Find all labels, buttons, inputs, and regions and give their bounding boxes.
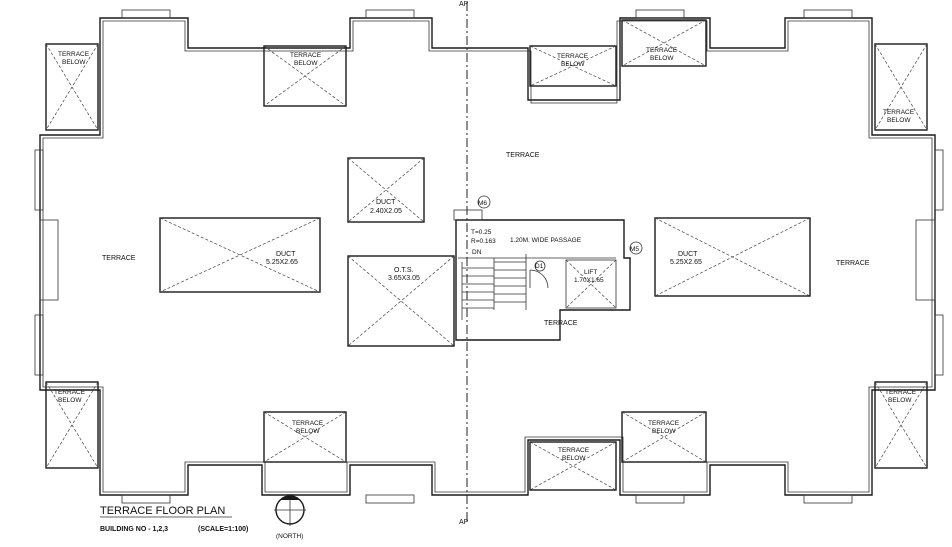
tag-m5: M5: [630, 246, 639, 253]
ots-dimension: 3.65X3.05: [388, 275, 420, 282]
duct-small: DUCT 2.40X2.05: [347, 157, 425, 223]
label-below: BELOW: [562, 455, 586, 462]
edge-openings: [34, 9, 944, 504]
duct-right-label: DUCT: [678, 251, 698, 258]
label-below: BELOW: [294, 60, 318, 67]
terrace-below-bottom-center: TERRACE BELOW: [529, 441, 617, 491]
label-terrace: TERRACE: [646, 47, 678, 54]
ots-label: O.T.S.: [394, 267, 414, 274]
duct-left-label: DUCT: [276, 251, 296, 258]
duct-small-label: DUCT: [376, 199, 396, 206]
duct-right-dimension: 5.25X2.65: [670, 259, 702, 266]
duct-left-dimension: 5.25X2.65: [266, 259, 298, 266]
drawing-scale: (SCALE=1:100): [198, 526, 248, 533]
label-below: BELOW: [652, 428, 676, 435]
label-below: BELOW: [888, 397, 912, 404]
terrace-below-top-center-right: TERRACE BELOW: [621, 19, 707, 67]
north-label: (NORTH): [276, 533, 303, 540]
passage-label: 1.20M. WIDE PASSAGE: [510, 237, 582, 244]
terrace-label-top: TERRACE: [506, 152, 540, 159]
stair-treads: [461, 254, 527, 320]
ots-shaft: O.T.S. 3.65X3.05: [347, 255, 455, 347]
label-below: BELOW: [58, 397, 82, 404]
label-terrace: TERRACE: [557, 53, 589, 60]
section-label-bottom: AP: [459, 519, 469, 526]
terrace-label-core: TERRACE: [544, 320, 578, 327]
north-arrow-icon: (NORTH): [274, 494, 306, 540]
label-below: BELOW: [650, 55, 674, 62]
terrace-below-bottom-right: TERRACE BELOW: [874, 381, 928, 469]
label-below: BELOW: [296, 428, 320, 435]
section-line: AP AP: [459, 1, 469, 526]
label-terrace: TERRACE: [292, 420, 324, 427]
stair-riser-label: R=0.163: [471, 238, 496, 245]
stair-down-label: DN: [472, 249, 482, 256]
lift-dimension: 1.70X1.65: [574, 277, 604, 284]
stair-lift-core: T=0.25 R=0.163 DN 1.20M. WIDE PASSAGE LI…: [453, 195, 643, 341]
label-below: BELOW: [561, 61, 585, 68]
terrace-below-bottom-left: TERRACE BELOW: [45, 381, 99, 469]
lift-label: LIFT: [584, 269, 597, 276]
tag-d1: D1: [535, 263, 544, 270]
duct-left: DUCT 5.25X2.65: [159, 217, 321, 293]
tag-m6: M6: [478, 200, 487, 207]
label-terrace: TERRACE: [885, 389, 917, 396]
terrace-label-left: TERRACE: [102, 255, 136, 262]
section-label-top: AP: [459, 1, 469, 8]
terrace-below-bottom-center-right: TERRACE BELOW: [621, 411, 707, 463]
label-terrace: TERRACE: [54, 389, 86, 396]
terrace-label-right: TERRACE: [836, 260, 870, 267]
label-below: BELOW: [62, 59, 86, 66]
label-terrace: TERRACE: [883, 109, 915, 116]
duct-small-dimension: 2.40X2.05: [370, 208, 402, 215]
title-block: TERRACE FLOOR PLAN BUILDING NO - 1,2,3 (…: [100, 505, 248, 533]
stair-tread-label: T=0.25: [471, 229, 492, 236]
terrace-below-top-right: TERRACE BELOW: [874, 43, 928, 131]
building-number: BUILDING NO - 1,2,3: [100, 526, 168, 533]
duct-right: DUCT 5.25X2.65: [654, 217, 811, 297]
terrace-below-bottom-center-left: TERRACE BELOW: [263, 411, 347, 463]
label-terrace: TERRACE: [648, 420, 680, 427]
label-terrace: TERRACE: [290, 52, 322, 59]
label-terrace: TERRACE: [58, 51, 90, 58]
label-terrace: TERRACE: [558, 447, 590, 454]
label-below: BELOW: [887, 117, 911, 124]
terrace-below-top-left: TERRACE BELOW: [45, 43, 99, 131]
plan-title: TERRACE FLOOR PLAN: [100, 505, 225, 517]
building-outline: [39, 17, 936, 496]
terrace-below-top-center: TERRACE BELOW: [529, 45, 617, 87]
terrace-below-top-center-left: TERRACE BELOW: [263, 45, 347, 107]
